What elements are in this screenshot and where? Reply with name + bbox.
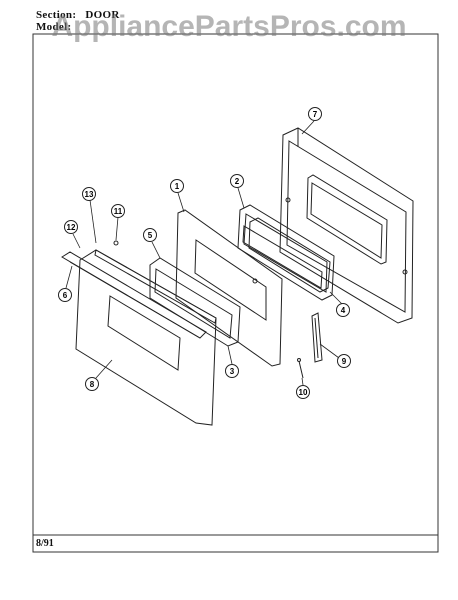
- callout-12: 12: [64, 220, 78, 234]
- callout-11-label: 11: [114, 207, 123, 216]
- callout-10: 10: [296, 385, 310, 399]
- callout-13: 13: [82, 187, 96, 201]
- door-liner-panel: [175, 209, 283, 367]
- hinge-bracket: [311, 312, 323, 363]
- callout-3: 3: [225, 364, 239, 378]
- model-heading: Model:: [36, 21, 71, 33]
- callout-8-label: 8: [90, 380, 95, 389]
- callout-4-label: 4: [341, 306, 346, 315]
- section-heading: Section: DOOR: [36, 9, 120, 21]
- inner-door-panel: [279, 127, 414, 324]
- callout-5-label: 5: [148, 231, 153, 240]
- callout-5: 5: [143, 228, 157, 242]
- callout-1-label: 1: [175, 182, 180, 191]
- page-frame: [32, 33, 439, 553]
- callouts: 1 2 3 4 5 6 7: [58, 107, 351, 399]
- outer-door-panel: [61, 249, 217, 426]
- hinge-screw: [297, 358, 304, 379]
- callout-2: 2: [230, 174, 244, 188]
- callout-9-label: 9: [342, 357, 347, 366]
- callout-1: 1: [170, 179, 184, 193]
- callout-6: 6: [58, 288, 72, 302]
- callout-9: 9: [337, 354, 351, 368]
- section-value: DOOR: [85, 9, 120, 21]
- callout-6-label: 6: [63, 291, 68, 300]
- leader-lines: [65, 120, 343, 386]
- callout-7: 7: [308, 107, 322, 121]
- callout-2-label: 2: [235, 177, 240, 186]
- revision-date: 8/91: [36, 538, 54, 549]
- callout-10-label: 10: [299, 388, 308, 397]
- callout-8: 8: [85, 377, 99, 391]
- handle-clip: [113, 240, 119, 246]
- callout-3-label: 3: [230, 367, 235, 376]
- section-label: Section:: [36, 9, 77, 21]
- callout-7-label: 7: [313, 110, 318, 119]
- callout-13-label: 13: [85, 190, 94, 199]
- callout-4: 4: [336, 303, 350, 317]
- model-label: Model:: [36, 21, 72, 33]
- callout-11: 11: [111, 204, 125, 218]
- callout-12-label: 12: [67, 223, 76, 232]
